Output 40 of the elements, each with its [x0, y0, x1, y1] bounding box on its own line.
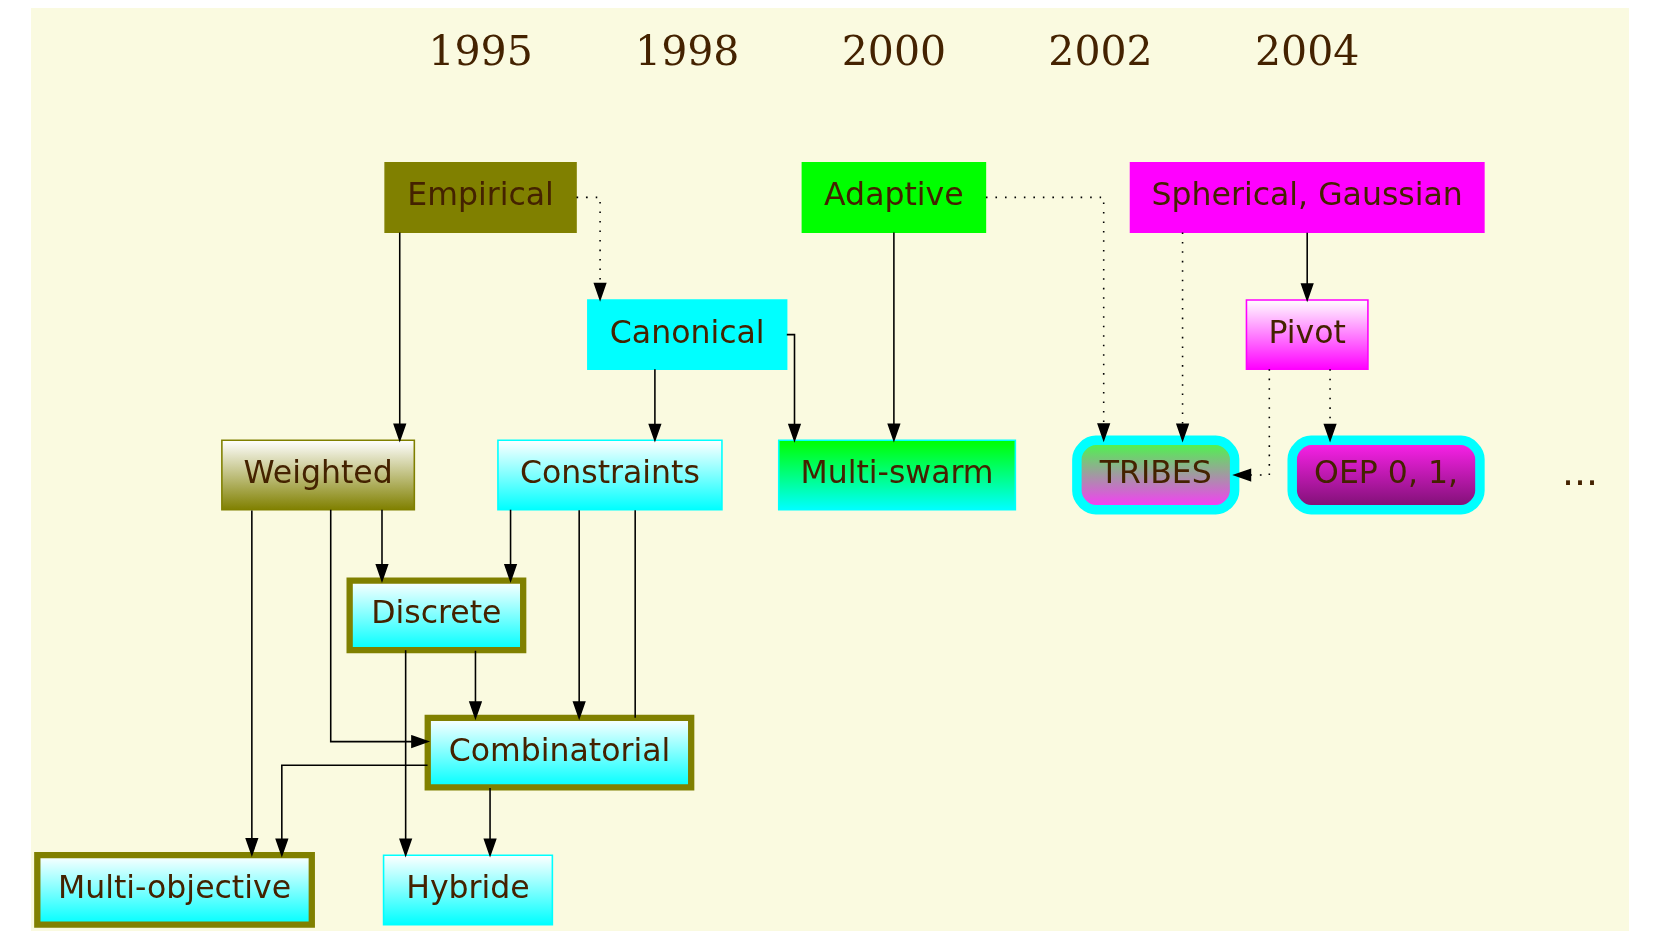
node-box: Combinatorial [424, 714, 695, 791]
node-box: Constraints [497, 439, 723, 511]
arrow [1232, 368, 1271, 482]
arrow [575, 196, 607, 302]
node-box: Pivot [1245, 299, 1369, 371]
node-box: Multi-objective [34, 852, 315, 928]
node-box: Adaptive [801, 161, 987, 233]
arrow [468, 649, 483, 721]
label: 1995 [428, 26, 533, 75]
node-box: Canonical [587, 299, 788, 371]
arrow [887, 231, 901, 443]
arrow [483, 787, 497, 858]
label: 2002 [1048, 26, 1153, 75]
node-box: Weighted [221, 439, 416, 511]
node-label: ... [1562, 449, 1599, 494]
arrow [1175, 231, 1190, 443]
node-box: OEP 0, 1, [1287, 435, 1485, 515]
arrow [393, 231, 407, 443]
connector [634, 509, 636, 719]
arrow [1300, 231, 1314, 303]
node-box: Multi-swarm [777, 439, 1017, 511]
arrow [572, 509, 586, 721]
label: 2004 [1255, 26, 1360, 75]
node-box: Spherical, Gaussian [1129, 161, 1485, 233]
label: 1998 [635, 26, 740, 75]
arrow [985, 196, 1111, 443]
arrow [648, 368, 662, 443]
node-box: Discrete [346, 577, 527, 654]
label: 2000 [841, 26, 947, 75]
arrow [1323, 368, 1337, 443]
arrow [786, 333, 802, 443]
node-box: Empirical [384, 161, 577, 233]
arrow [399, 649, 413, 858]
node-box: TRIBES [1072, 435, 1240, 515]
arrow [275, 764, 429, 858]
arrow [329, 509, 431, 749]
node-box: Hybride [382, 854, 554, 926]
arrow [503, 508, 518, 583]
arrow [245, 509, 259, 857]
arrow [375, 508, 389, 583]
